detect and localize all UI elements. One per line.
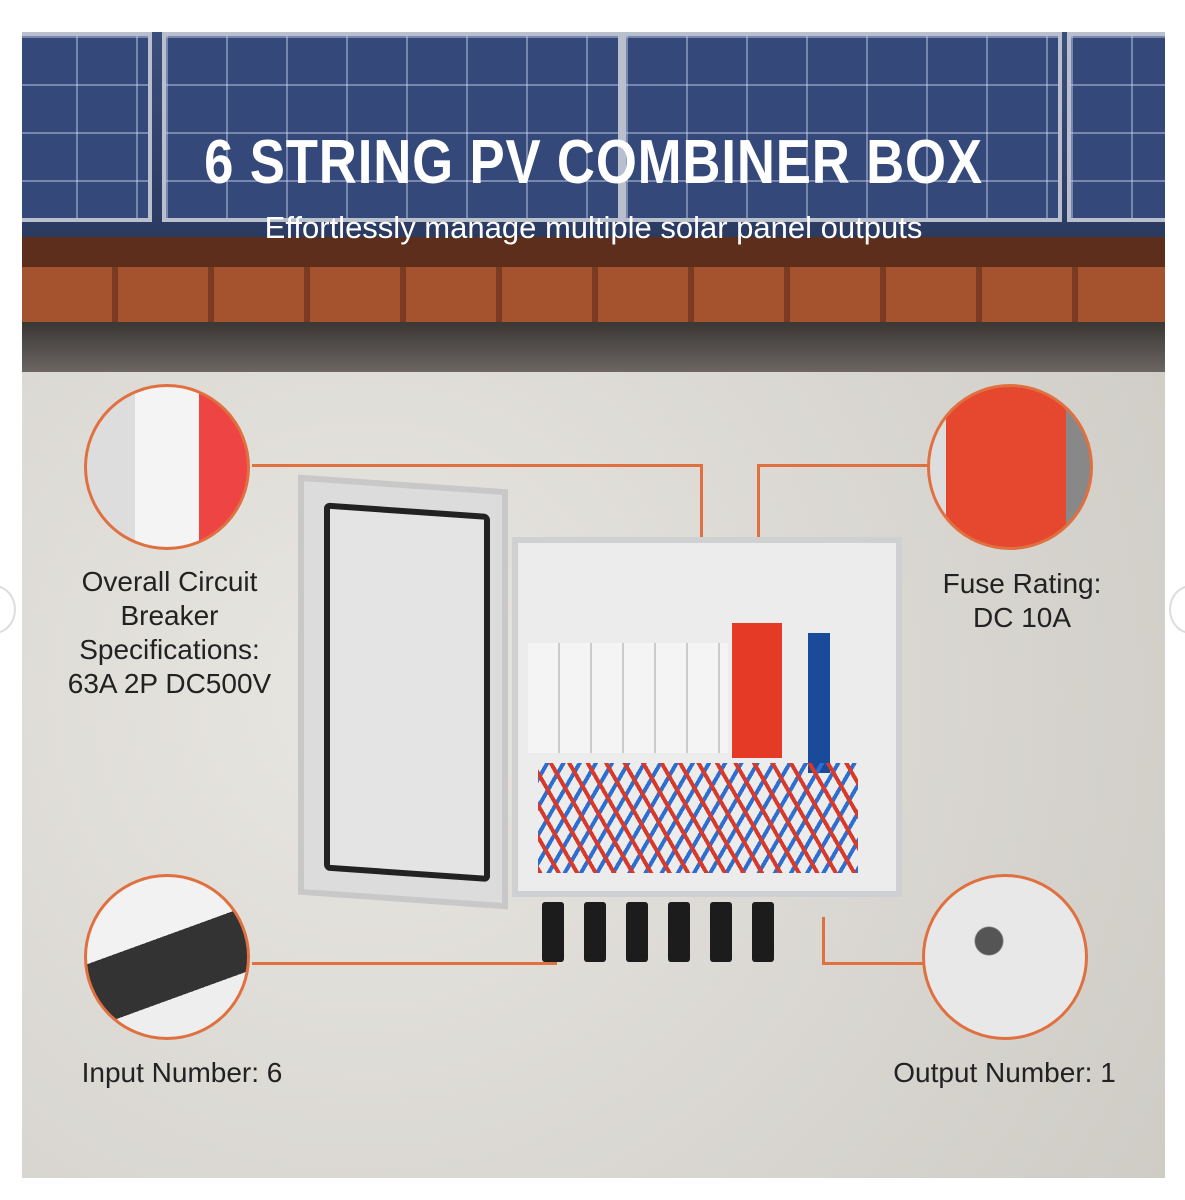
roof-tiles — [22, 237, 1165, 332]
fuse-detail-circle — [927, 384, 1093, 550]
combiner-box — [512, 537, 902, 897]
page-title: 6 STRING PV COMBINER BOX — [204, 128, 983, 197]
carousel-prev-button[interactable] — [0, 585, 16, 634]
box-door — [298, 474, 508, 910]
fuse-rating-label: Fuse Rating:DC 10A — [942, 568, 1102, 633]
gutter — [22, 322, 1165, 372]
sky-background — [22, 32, 1165, 242]
bus-bar — [808, 633, 830, 773]
output-number-label: Output Number: 1 — [893, 1057, 1116, 1088]
input-detail-circle — [84, 874, 250, 1040]
surge-protector — [732, 623, 782, 758]
output-detail-circle — [922, 874, 1088, 1040]
carousel-next-button[interactable] — [1169, 585, 1185, 634]
subtitle: Effortlessly manage multiple solar panel… — [264, 210, 923, 245]
fuse-holders — [528, 643, 728, 753]
input-number-label: Input Number: 6 — [81, 1057, 283, 1088]
product-image: 6 STRING PV COMBINER BOX Effortlessly ma… — [22, 32, 1165, 1178]
wiring — [538, 763, 858, 873]
breaker-detail-circle — [84, 384, 250, 550]
